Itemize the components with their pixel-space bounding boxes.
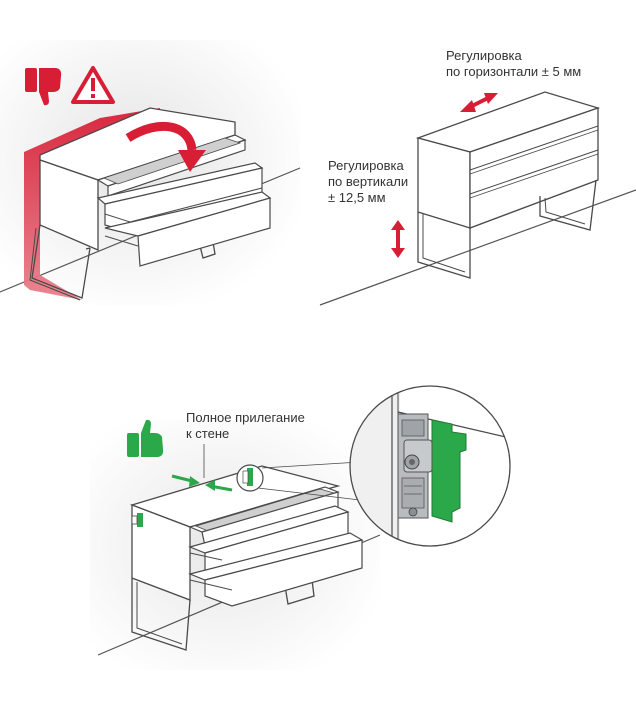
thumbs-down-icon — [25, 68, 62, 106]
vertical-adjust-arrow — [391, 220, 405, 258]
panel-adjustment — [319, 91, 636, 306]
zoom-detail-circle — [349, 385, 511, 547]
panel-correct-placement — [90, 419, 381, 670]
flush-to-wall-label: Полное прилегание к стене — [186, 410, 305, 441]
wall-bracket-left — [137, 513, 143, 527]
panel-incorrect-placement — [0, 40, 301, 305]
vertical-adjust-label: Регулировка по вертикали ± 12,5 мм — [328, 158, 409, 205]
tilt-arrow — [125, 121, 197, 151]
thumbs-up-icon — [127, 419, 164, 457]
horizontal-adjust-label: Регулировка по горизонтали ± 5 мм — [446, 48, 582, 79]
hanging-mechanism — [397, 413, 433, 519]
flush-arrows — [171, 444, 233, 492]
wall-bracket — [431, 419, 467, 523]
horizontal-adjust-arrow — [460, 93, 498, 112]
warning-triangle-icon — [71, 66, 115, 104]
